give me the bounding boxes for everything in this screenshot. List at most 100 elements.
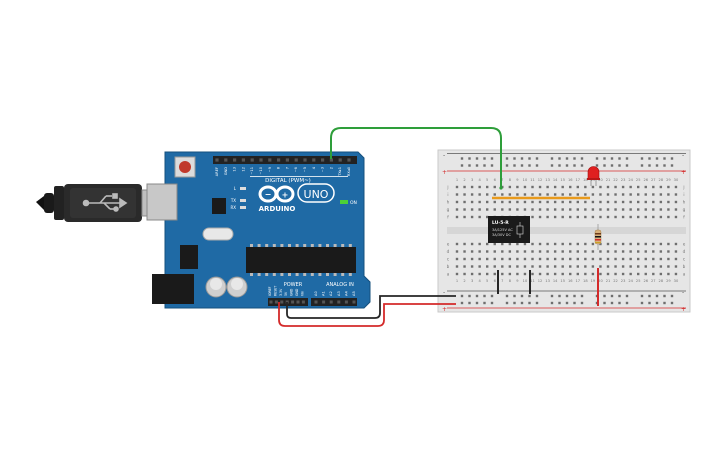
terminal-hole[interactable] bbox=[621, 250, 625, 253]
terminal-hole[interactable] bbox=[606, 193, 610, 196]
terminal-hole[interactable] bbox=[523, 272, 527, 276]
terminal-hole[interactable] bbox=[478, 193, 481, 196]
terminal-hole[interactable] bbox=[591, 272, 595, 276]
rail-hole[interactable] bbox=[655, 164, 659, 167]
terminal-hole[interactable] bbox=[584, 250, 587, 253]
terminal-hole[interactable] bbox=[486, 257, 489, 261]
terminal-hole[interactable] bbox=[599, 242, 602, 246]
terminal-hole[interactable] bbox=[493, 265, 496, 268]
terminal-hole[interactable] bbox=[621, 185, 625, 189]
terminal-hole[interactable] bbox=[667, 208, 670, 211]
terminal-hole[interactable] bbox=[553, 257, 557, 261]
terminal-hole[interactable] bbox=[470, 250, 474, 253]
terminal-hole[interactable] bbox=[470, 272, 474, 276]
terminal-hole[interactable] bbox=[637, 242, 640, 246]
terminal-hole[interactable] bbox=[591, 250, 595, 253]
terminal-hole[interactable] bbox=[455, 257, 459, 261]
terminal-hole[interactable] bbox=[508, 200, 512, 204]
terminal-hole[interactable] bbox=[470, 265, 474, 268]
terminal-hole[interactable] bbox=[629, 215, 632, 219]
terminal-hole[interactable] bbox=[576, 200, 579, 204]
green-signal-wire[interactable] bbox=[330, 127, 502, 187]
terminal-hole[interactable] bbox=[561, 200, 564, 204]
power-pin-hole[interactable] bbox=[274, 300, 278, 304]
terminal-hole[interactable] bbox=[667, 250, 670, 253]
terminal-hole[interactable] bbox=[674, 185, 678, 189]
terminal-hole[interactable] bbox=[644, 208, 647, 211]
analog-pin-hole[interactable] bbox=[322, 300, 326, 304]
terminal-hole[interactable] bbox=[569, 200, 572, 204]
terminal-hole[interactable] bbox=[637, 193, 640, 196]
terminal-hole[interactable] bbox=[584, 208, 587, 211]
terminal-hole[interactable] bbox=[652, 215, 655, 219]
resistor[interactable] bbox=[594, 224, 602, 250]
terminal-hole[interactable] bbox=[629, 242, 632, 246]
terminal-hole[interactable] bbox=[546, 185, 549, 189]
rail-hole[interactable] bbox=[618, 164, 621, 167]
terminal-hole[interactable] bbox=[659, 185, 663, 189]
terminal-hole[interactable] bbox=[569, 242, 572, 246]
terminal-hole[interactable] bbox=[614, 272, 617, 276]
rail-hole[interactable] bbox=[618, 294, 621, 298]
terminal-hole[interactable] bbox=[561, 272, 564, 276]
terminal-hole[interactable] bbox=[614, 193, 617, 196]
red-led[interactable] bbox=[587, 166, 600, 187]
terminal-hole[interactable] bbox=[523, 193, 527, 196]
terminal-hole[interactable] bbox=[629, 265, 632, 268]
terminal-hole[interactable] bbox=[584, 193, 587, 196]
digital-pin-hole[interactable] bbox=[285, 158, 289, 162]
rail-hole[interactable] bbox=[610, 301, 614, 305]
terminal-hole[interactable] bbox=[644, 200, 647, 204]
terminal-hole[interactable] bbox=[516, 272, 519, 276]
digital-pin-hole[interactable] bbox=[312, 158, 316, 162]
rail-hole[interactable] bbox=[490, 294, 494, 298]
terminal-hole[interactable] bbox=[553, 193, 557, 196]
terminal-hole[interactable] bbox=[569, 215, 572, 219]
terminal-hole[interactable] bbox=[531, 200, 534, 204]
terminal-hole[interactable] bbox=[546, 265, 549, 268]
terminal-hole[interactable] bbox=[508, 208, 512, 211]
terminal-hole[interactable] bbox=[463, 215, 466, 219]
terminal-hole[interactable] bbox=[493, 242, 496, 246]
rail-hole[interactable] bbox=[648, 164, 651, 167]
terminal-hole[interactable] bbox=[629, 200, 632, 204]
rail-hole[interactable] bbox=[460, 157, 464, 160]
terminal-hole[interactable] bbox=[667, 185, 670, 189]
terminal-hole[interactable] bbox=[508, 272, 512, 276]
terminal-hole[interactable] bbox=[538, 242, 542, 246]
terminal-hole[interactable] bbox=[531, 208, 534, 211]
terminal-hole[interactable] bbox=[591, 215, 595, 219]
terminal-hole[interactable] bbox=[637, 215, 640, 219]
terminal-hole[interactable] bbox=[637, 185, 640, 189]
rail-hole[interactable] bbox=[535, 294, 539, 298]
terminal-hole[interactable] bbox=[576, 265, 579, 268]
terminal-hole[interactable] bbox=[569, 208, 572, 211]
terminal-hole[interactable] bbox=[591, 208, 595, 211]
terminal-hole[interactable] bbox=[652, 200, 655, 204]
terminal-hole[interactable] bbox=[478, 215, 481, 219]
terminal-hole[interactable] bbox=[659, 193, 663, 196]
terminal-hole[interactable] bbox=[455, 215, 459, 219]
terminal-hole[interactable] bbox=[478, 265, 481, 268]
terminal-hole[interactable] bbox=[591, 242, 595, 246]
rail-hole[interactable] bbox=[520, 301, 524, 305]
terminal-hole[interactable] bbox=[486, 265, 489, 268]
rail-hole[interactable] bbox=[513, 301, 516, 305]
rail-hole[interactable] bbox=[610, 294, 614, 298]
terminal-hole[interactable] bbox=[569, 185, 572, 189]
terminal-hole[interactable] bbox=[493, 193, 496, 196]
terminal-hole[interactable] bbox=[644, 193, 647, 196]
terminal-hole[interactable] bbox=[523, 257, 527, 261]
terminal-hole[interactable] bbox=[652, 265, 655, 268]
terminal-hole[interactable] bbox=[667, 272, 670, 276]
terminal-hole[interactable] bbox=[644, 257, 647, 261]
rail-hole[interactable] bbox=[535, 301, 539, 305]
rail-hole[interactable] bbox=[640, 294, 644, 298]
terminal-hole[interactable] bbox=[606, 185, 610, 189]
terminal-hole[interactable] bbox=[561, 185, 564, 189]
rail-hole[interactable] bbox=[513, 294, 516, 298]
terminal-hole[interactable] bbox=[553, 250, 557, 253]
terminal-hole[interactable] bbox=[667, 215, 670, 219]
terminal-hole[interactable] bbox=[659, 250, 663, 253]
terminal-hole[interactable] bbox=[584, 272, 587, 276]
